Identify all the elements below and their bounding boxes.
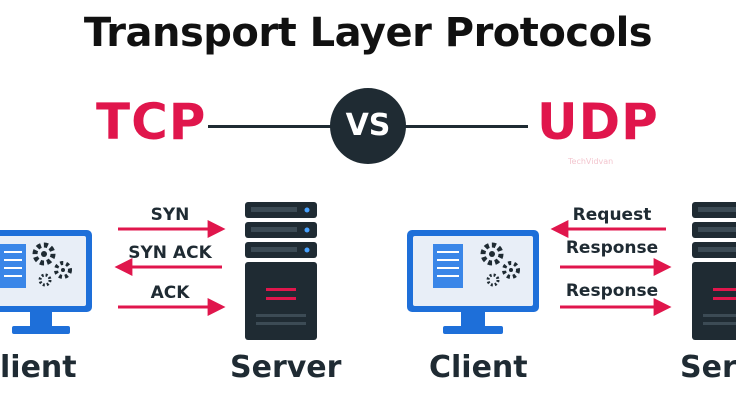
udp-client-label: Client	[429, 350, 528, 385]
tcp-client-label: lient	[0, 350, 77, 385]
tcp-heading: TCP	[96, 93, 207, 151]
udp-message-response-1: Response	[565, 238, 659, 258]
udp-server-label: Serv	[680, 350, 736, 385]
tcp-message-syn: SYN	[150, 205, 190, 225]
tcp-message-ack: ACK	[150, 283, 190, 303]
udp-message-response-2: Response	[565, 281, 659, 301]
tcp-message-syn-ack: SYN ACK	[128, 243, 212, 263]
tcp-server-label: Server	[230, 350, 342, 385]
vs-connector-left	[208, 125, 332, 128]
tcp-server-icon	[245, 202, 317, 340]
page-title: Transport Layer Protocols	[83, 10, 653, 56]
udp-heading: UDP	[537, 93, 659, 151]
tcp-client-monitor-icon	[0, 230, 92, 334]
vs-connector-right	[404, 125, 528, 128]
udp-client-monitor-icon	[407, 230, 539, 334]
udp-message-request: Request	[572, 205, 652, 225]
udp-server-icon	[692, 202, 736, 340]
vs-badge: VS	[330, 88, 406, 164]
watermark: TechVidvan	[568, 157, 614, 166]
